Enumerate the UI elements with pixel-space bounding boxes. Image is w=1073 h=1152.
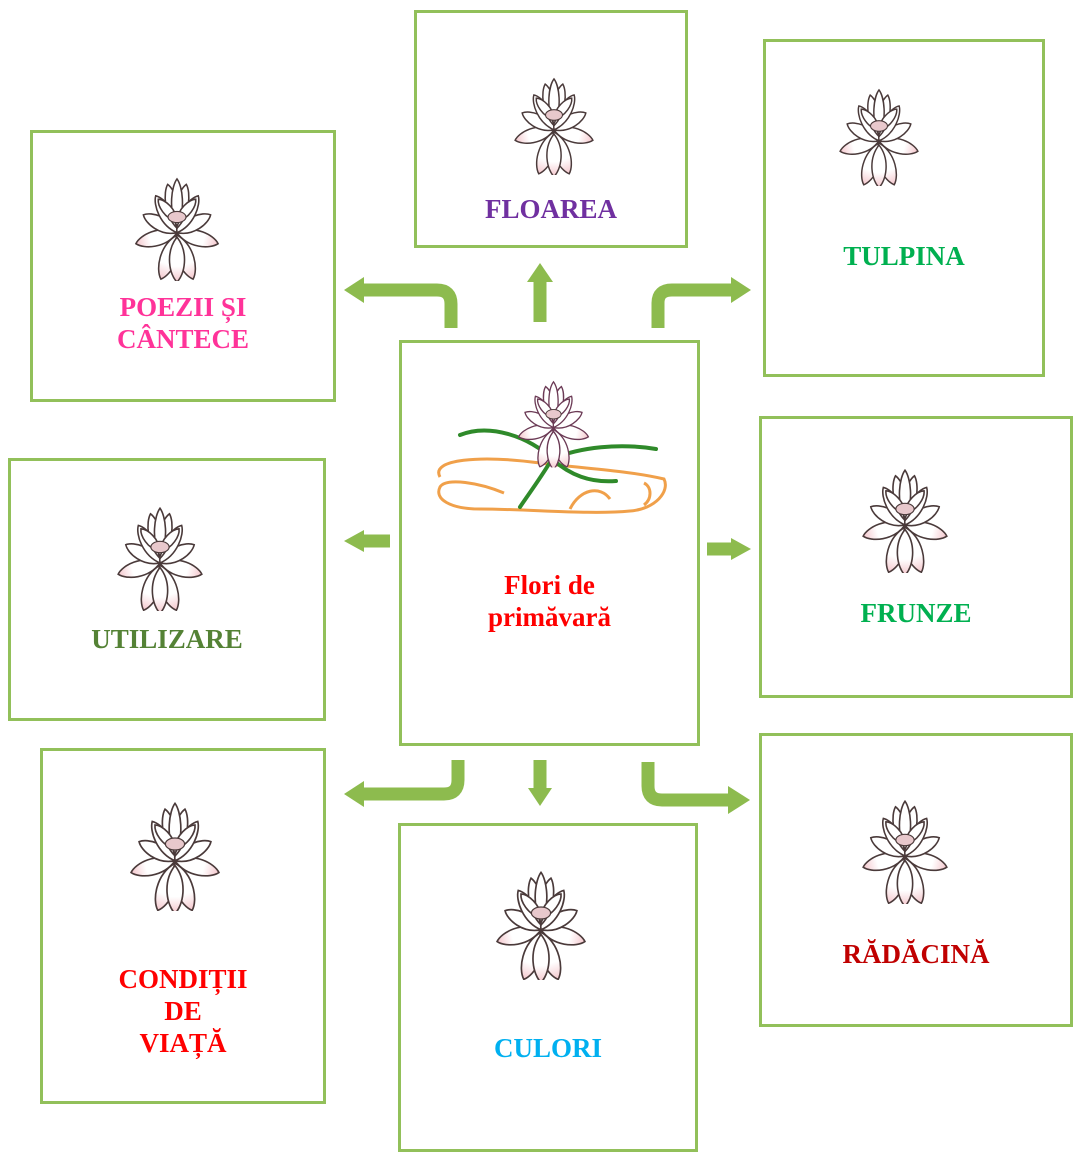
lotus-icon (496, 870, 586, 980)
arrow-to-conditii (362, 760, 465, 801)
node-label-floarea: FLOAREA (484, 194, 617, 224)
node-label-conditii: CONDIȚII DE VIAȚĂ (118, 964, 248, 1058)
arrowhead-culori (528, 788, 552, 806)
node-floarea: FLOAREA (414, 10, 688, 248)
node-label-tulpina: TULPINA (843, 241, 965, 271)
lotus-icon (514, 77, 594, 175)
center-node: Flori de primăvară (399, 340, 700, 746)
node-frunze: FRUNZE (759, 416, 1073, 698)
arrowhead-floarea (527, 263, 553, 282)
lotus-logo-icon (437, 380, 667, 514)
node-conditii: CONDIȚII DE VIAȚĂ (40, 748, 326, 1104)
node-label-utilizare: UTILIZARE (91, 624, 243, 654)
arrowhead-tulpina (731, 277, 751, 303)
node-label-poezii: POEZII ȘI CÂNTECE (116, 292, 250, 354)
node-label-frunze: FRUNZE (860, 598, 972, 628)
arrowhead-frunze (731, 538, 751, 560)
arrowhead-radacina (728, 786, 750, 814)
node-label-radacina: RĂDĂCINĂ (842, 939, 990, 969)
node-label-culori: CULORI (493, 1033, 602, 1063)
lotus-icon (862, 799, 948, 904)
node-radacina: RĂDĂCINĂ (759, 733, 1073, 1027)
lotus-icon (839, 88, 919, 186)
arrowhead-conditii (344, 781, 364, 807)
arrow-to-radacina (641, 762, 730, 807)
lotus-icon (117, 506, 203, 611)
lotus-icon (134, 177, 220, 281)
node-utilizare: UTILIZARE (8, 458, 326, 721)
lotus-icon (130, 801, 220, 911)
arrow-to-tulpina (651, 283, 733, 328)
arrowhead-utilizare (344, 530, 364, 552)
arrowhead-poezii (344, 277, 364, 303)
lotus-icon (862, 468, 948, 573)
node-poezii: POEZII ȘI CÂNTECE (30, 130, 336, 402)
node-tulpina: TULPINA (763, 39, 1045, 377)
arrow-to-poezii (362, 283, 458, 328)
node-culori: CULORI (398, 823, 698, 1152)
center-label: Flori de primăvară (488, 570, 611, 632)
